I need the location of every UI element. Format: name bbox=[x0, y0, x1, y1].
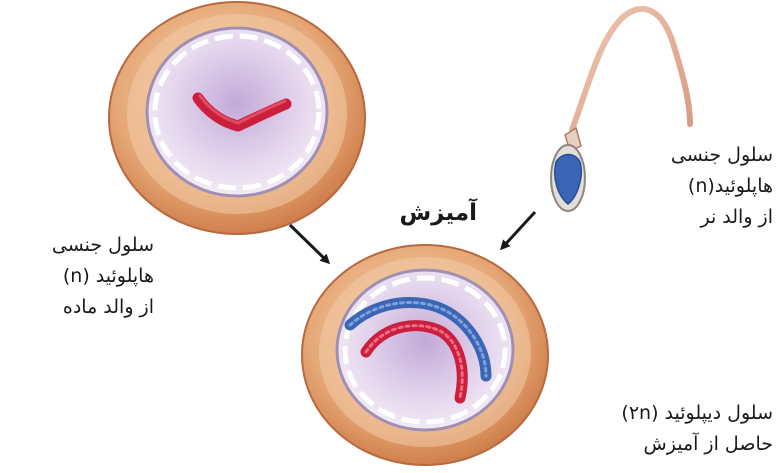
zygote-label: سلول دیپلوئید (۲n) حاصل از آمیزش bbox=[621, 398, 773, 460]
male-label-line1: سلول جنسی bbox=[671, 140, 773, 171]
female-cell-label: سلول جنسی هاپلوئید (n) از والد ماده bbox=[52, 230, 154, 323]
male-cell-label: سلول جنسی هاپلوئید(n) از والد نر bbox=[671, 140, 773, 233]
zygote-label-line1: سلول دیپلوئید (۲n) bbox=[621, 398, 773, 429]
female-sex-cell bbox=[109, 2, 365, 234]
male-label-line3: از والد نر bbox=[671, 202, 773, 233]
fusion-label: آمیزش bbox=[399, 198, 477, 229]
zygote-label-line2: حاصل از آمیزش bbox=[621, 429, 773, 460]
female-nucleus-envelope bbox=[147, 28, 327, 196]
diploid-zygote bbox=[302, 245, 548, 465]
female-label-line2: هاپلوئید (n) bbox=[52, 261, 154, 292]
female-label-line1: سلول جنسی bbox=[52, 230, 154, 261]
arrow-from-female bbox=[290, 225, 328, 262]
male-label-line2: هاپلوئید(n) bbox=[671, 171, 773, 202]
male-sex-cell bbox=[551, 9, 690, 211]
sperm-tail bbox=[572, 9, 690, 130]
female-label-line3: از والد ماده bbox=[52, 292, 154, 323]
arrow-from-male bbox=[502, 212, 535, 248]
